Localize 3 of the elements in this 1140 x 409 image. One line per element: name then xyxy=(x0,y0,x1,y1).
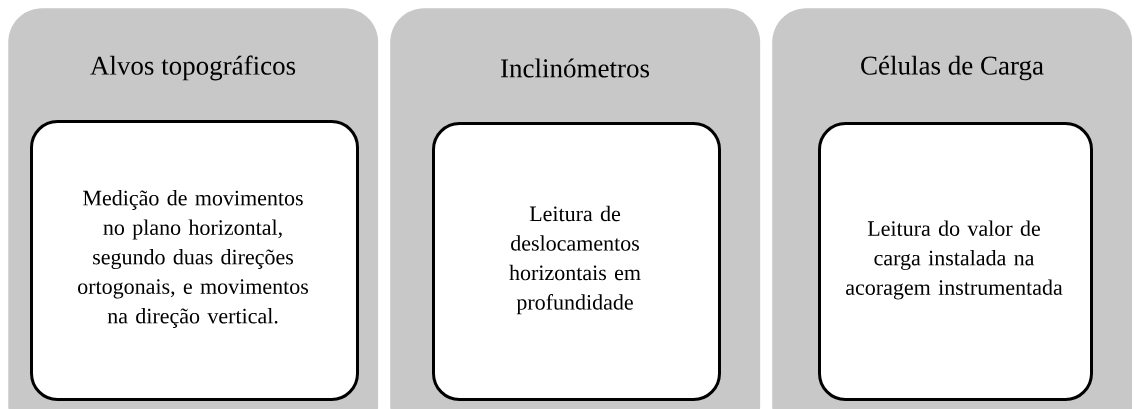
description-box: Medição de movimentos no plano horizontal, segundo duas direções ortogonais, e movimentos na direção vertical. xyxy=(30,120,359,401)
description-box: Leitura do valor de carga instalada na acoragem instrumentada xyxy=(818,122,1093,401)
description-box: Leitura de deslocamentos horizontais em profundidade xyxy=(432,122,721,401)
